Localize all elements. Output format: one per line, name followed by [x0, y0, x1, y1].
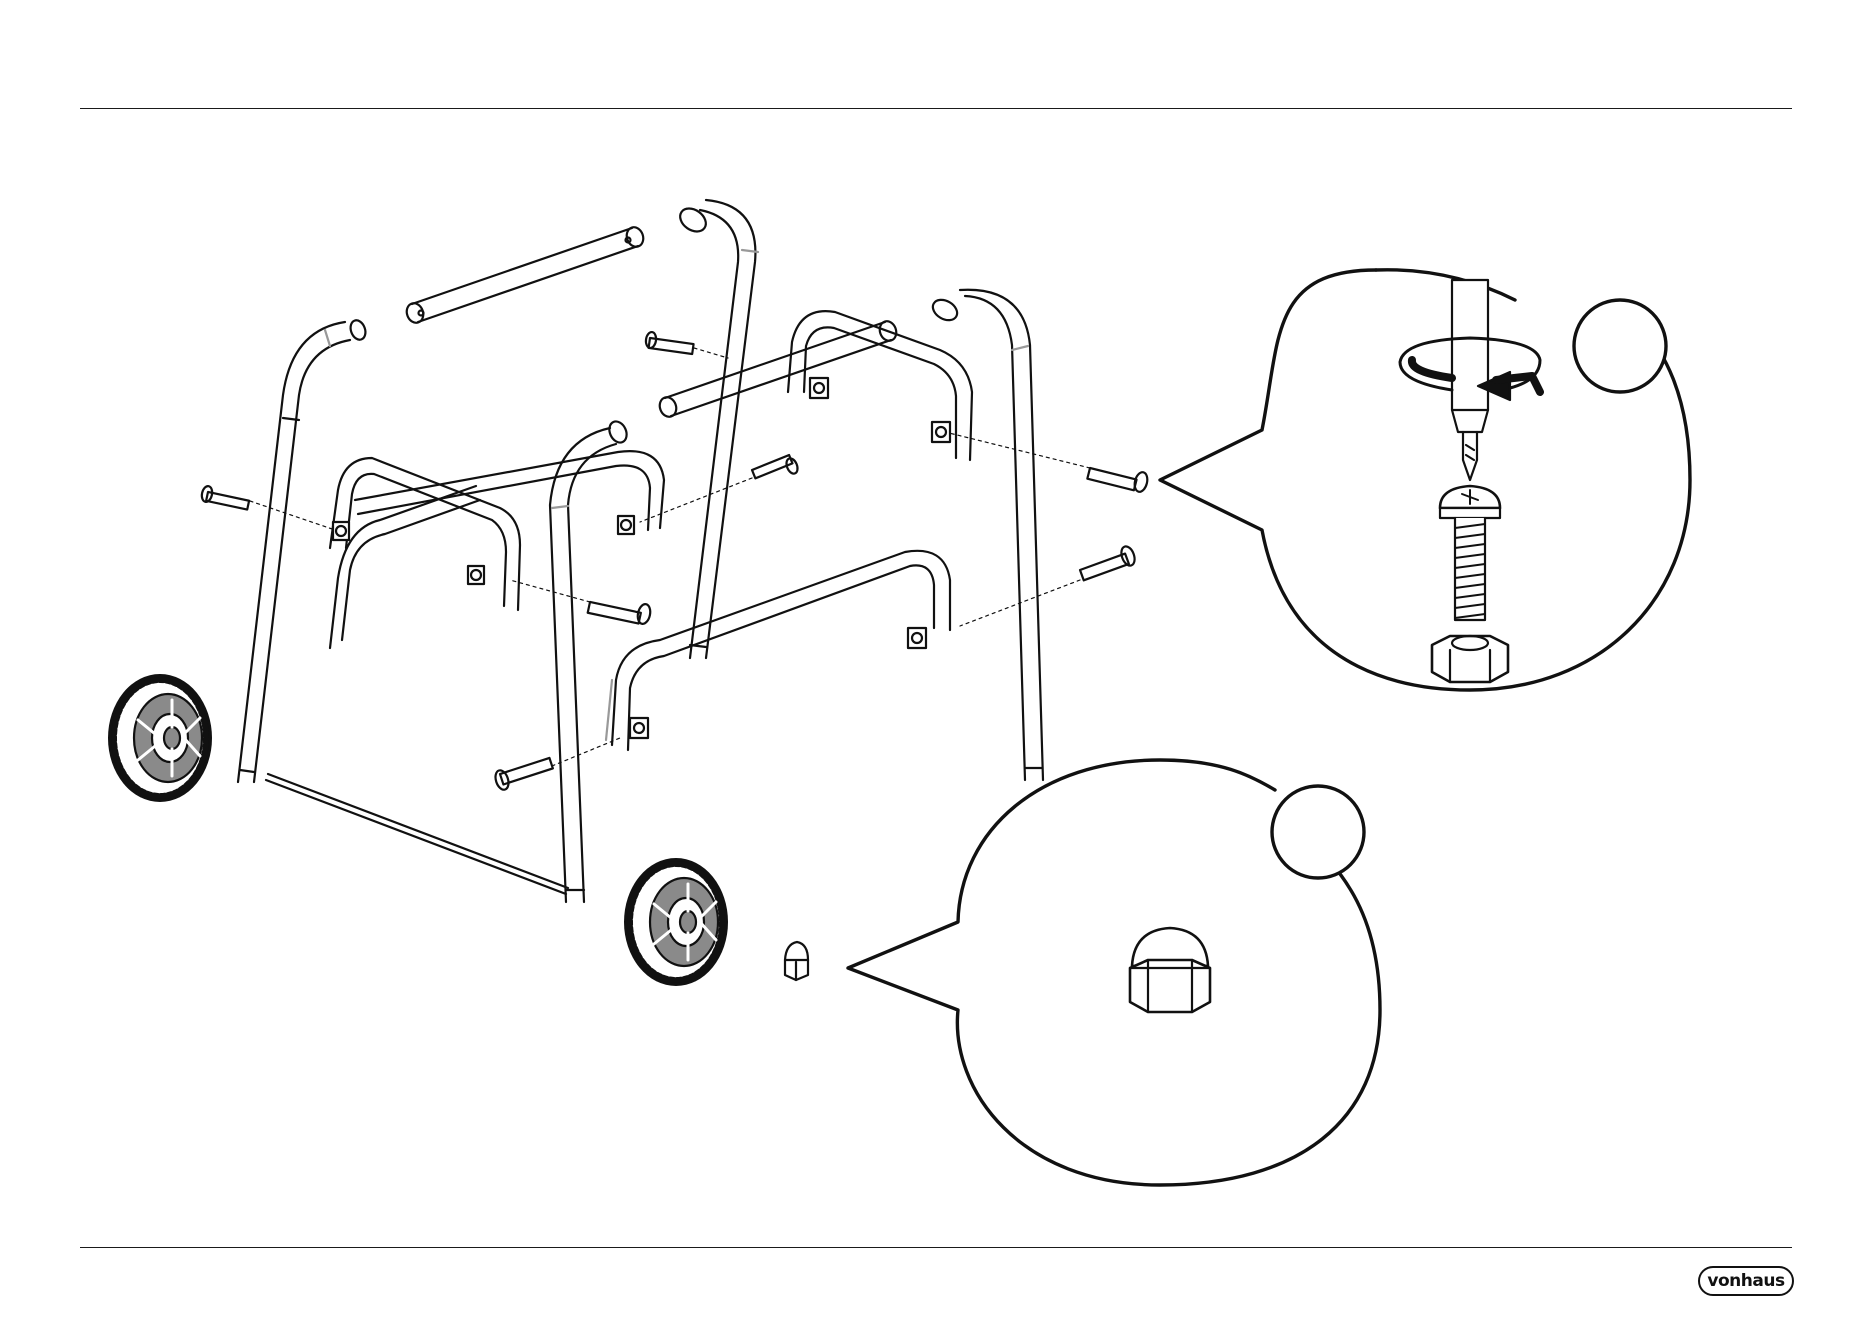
bolt-icon [945, 432, 1149, 493]
front-lower-bracket [606, 551, 950, 750]
bolt-icon [645, 331, 728, 358]
brand-logo-text: vonhaus [1707, 1271, 1784, 1291]
nut-icon [932, 422, 950, 442]
bolt-icon [960, 545, 1137, 626]
nut-icon [618, 516, 634, 534]
cap-nut-icon [1130, 928, 1210, 1012]
cap-nut-icon [785, 942, 808, 980]
right-rear-leg-tube [929, 290, 1043, 780]
screw-nut-detail-callout [1152, 187, 1690, 690]
nut-icon [1432, 636, 1508, 682]
middle-front-leg-tube [550, 419, 630, 902]
wheel-axle-rod [266, 774, 568, 894]
rear-cross-bar [657, 319, 899, 419]
vonhaus-logo: vonhaus [1698, 1266, 1794, 1296]
left-front-leg-tube [238, 318, 368, 782]
bolt-icon [510, 580, 652, 625]
left-wheel [108, 674, 212, 802]
nut-icon [908, 628, 926, 648]
nut-icon [810, 378, 828, 398]
nut-icon [468, 566, 484, 584]
footer-rule [80, 1247, 1792, 1248]
top-cross-bar [404, 225, 646, 325]
nut-icon [333, 522, 349, 540]
nut-icon [630, 718, 648, 738]
cap-nut-detail-callout [848, 760, 1380, 1185]
right-wheel [624, 858, 728, 986]
step-number-badge [1574, 300, 1666, 392]
center-rear-leg-tube [676, 200, 758, 658]
bolt-icon [493, 738, 620, 791]
step-number-badge [1272, 786, 1364, 878]
